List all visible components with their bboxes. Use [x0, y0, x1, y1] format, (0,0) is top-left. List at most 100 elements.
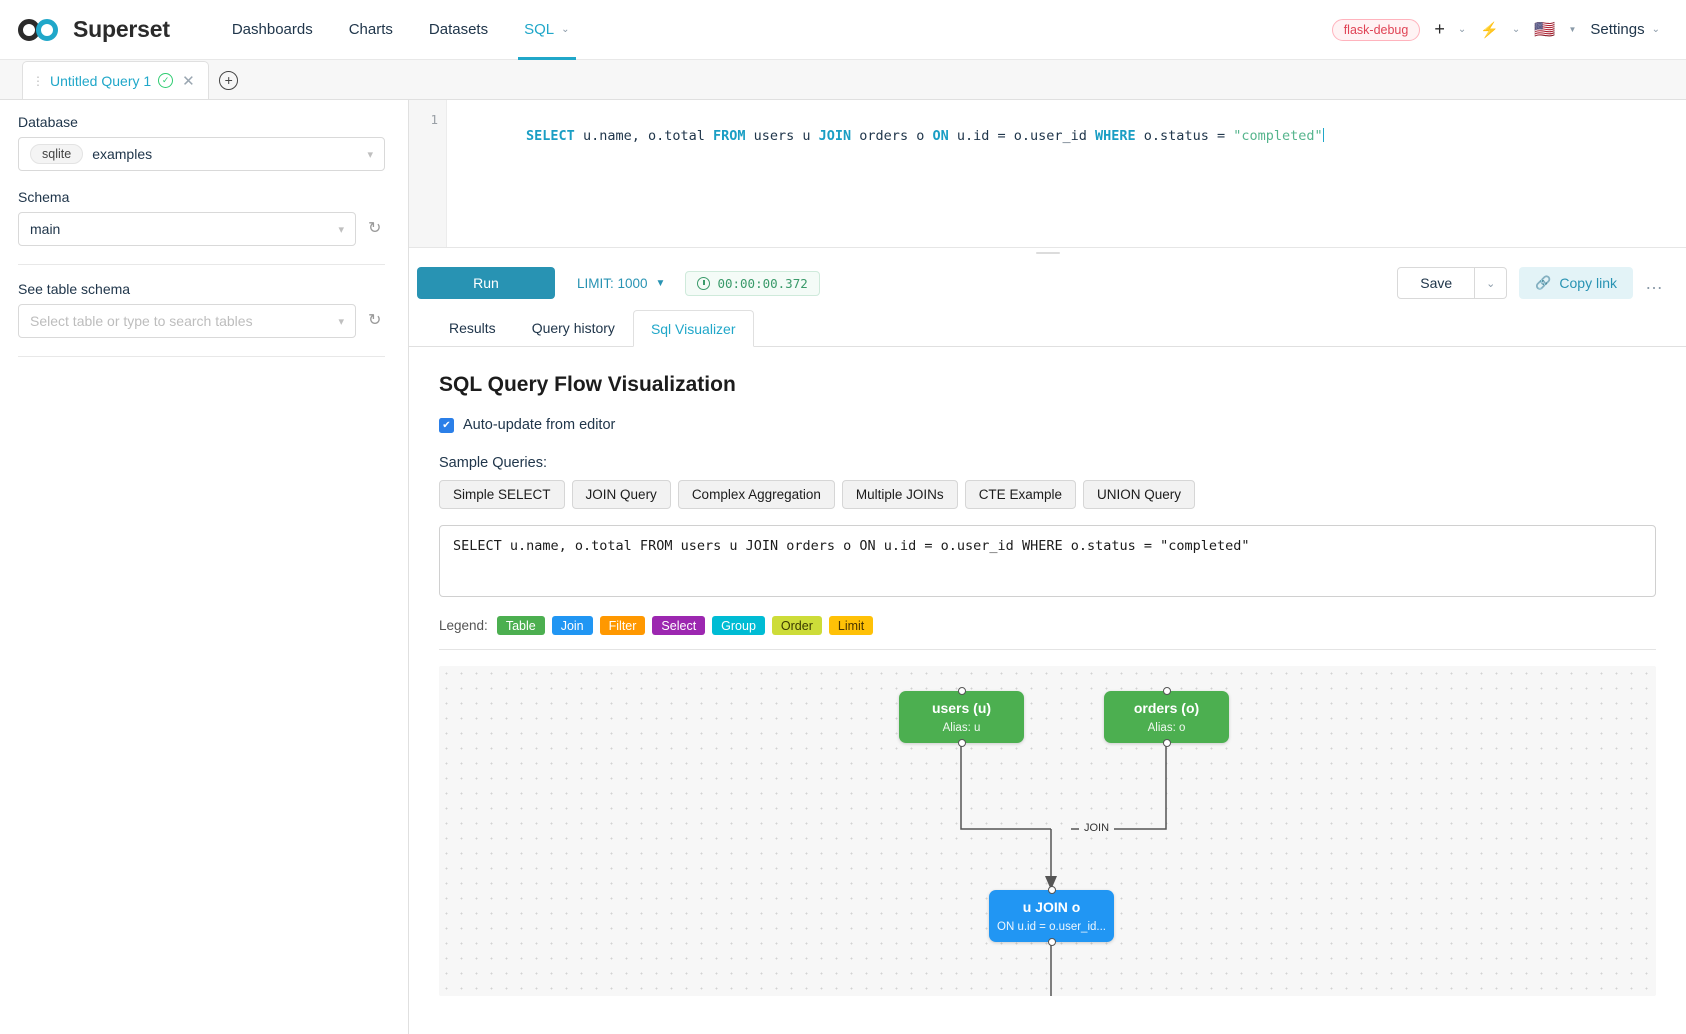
run-button[interactable]: Run	[417, 267, 555, 299]
legend-label: Legend:	[439, 618, 488, 633]
table-select[interactable]: Select table or type to search tables ▾	[18, 304, 356, 338]
sample-simple-select-button[interactable]: Simple SELECT	[439, 480, 565, 509]
text-cursor	[1322, 128, 1324, 142]
brand-name: Superset	[73, 16, 170, 42]
node-handle-bottom[interactable]	[1047, 938, 1056, 946]
auto-update-label: Auto-update from editor	[463, 417, 616, 433]
settings-label: Settings	[1590, 21, 1645, 38]
chevron-down-icon: ⌄	[1457, 24, 1467, 35]
editor-gutter: 1	[409, 100, 447, 247]
sidebar-divider	[18, 264, 385, 265]
legend-chip-order: Order	[771, 616, 822, 635]
flow-edges	[960, 743, 1167, 996]
caret-down-icon: ▼	[1568, 25, 1577, 34]
tab-results[interactable]: Results	[449, 319, 496, 336]
tab-query-history[interactable]: Query history	[531, 319, 615, 336]
clock-icon	[697, 276, 711, 290]
more-options-icon[interactable]: …	[1645, 273, 1664, 293]
token-cols: u.name, o.total	[574, 128, 713, 144]
query-tab-untitled-query-1[interactable]: ⋮ Untitled Query 1 ✓ ✕	[22, 61, 209, 99]
node-title: orders (o)	[1133, 700, 1200, 716]
add-query-tab-button[interactable]: +	[209, 61, 249, 99]
chevron-down-icon: ▾	[338, 223, 344, 236]
save-dropdown-caret-icon[interactable]: ⌄	[1475, 267, 1508, 299]
sample-cte-example-button[interactable]: CTE Example	[964, 480, 1076, 509]
language-selector[interactable]: 🇺🇸 ▼	[1534, 21, 1576, 38]
node-table-orders[interactable]: orders (o) Alias: o	[1104, 687, 1229, 747]
tab-sql-visualizer[interactable]: Sql Visualizer	[632, 310, 754, 347]
schema-select[interactable]: main ▾	[18, 212, 356, 246]
sample-multiple-joins-button[interactable]: Multiple JOINs	[841, 480, 958, 509]
sample-complex-aggregation-button[interactable]: Complex Aggregation	[677, 480, 835, 509]
success-check-icon: ✓	[158, 73, 174, 88]
editor-code-line: SELECT u.name, o.total FROM users u JOIN…	[447, 100, 1324, 247]
timer-value: 00:00:00.372	[717, 275, 808, 291]
settings-menu[interactable]: Settings ⌄	[1590, 21, 1660, 38]
superset-logo-icon	[18, 17, 64, 43]
close-icon[interactable]: ✕	[182, 72, 195, 90]
token-select: SELECT	[526, 128, 575, 144]
flask-debug-badge: flask-debug	[1331, 18, 1421, 41]
legend-chip-group: Group	[712, 616, 765, 635]
superset-brand[interactable]: Superset	[18, 16, 170, 43]
sql-editor[interactable]: 1 SELECT u.name, o.total FROM users u JO…	[409, 100, 1686, 248]
auto-update-checkbox[interactable]: ✔	[439, 417, 454, 433]
plus-circle-icon: +	[219, 70, 239, 90]
caret-down-icon: ▼	[655, 277, 666, 289]
auto-update-row: ✔ Auto-update from editor	[439, 417, 1656, 433]
database-label: Database	[18, 114, 78, 130]
node-subtitle: ON u.id = o.user_id...	[997, 921, 1106, 933]
toolbar-right-group: Save ⌄ 🔗 Copy link …	[1397, 267, 1664, 299]
legend: Legend: Table Join Filter Select Group O…	[439, 616, 1656, 650]
legend-chip-join: Join	[551, 616, 593, 635]
node-title: users (u)	[931, 700, 992, 716]
page-title: SQL Query Flow Visualization	[439, 373, 736, 396]
save-button[interactable]: Save	[1397, 267, 1476, 299]
node-handle-bottom[interactable]	[957, 739, 966, 747]
refresh-schema-icon[interactable]: ↻	[368, 219, 382, 237]
sample-union-query-button[interactable]: UNION Query	[1082, 480, 1195, 509]
database-select[interactable]: sqlite examples ▾	[18, 137, 385, 171]
table-select-placeholder: Select table or type to search tables	[30, 313, 253, 329]
flow-canvas[interactable]: users (u) Alias: u orders (o) Alias: o J…	[439, 666, 1656, 996]
token-string-literal: "completed"	[1233, 128, 1323, 144]
schema-select-row: main ▾ ↻	[18, 212, 385, 246]
copy-link-button[interactable]: 🔗 Copy link	[1519, 267, 1633, 299]
nav-item-dashboards[interactable]: Dashboards	[231, 21, 313, 38]
chevron-down-icon: ⌄	[561, 24, 570, 35]
chevron-down-icon: ▾	[367, 148, 373, 161]
sample-join-query-button[interactable]: JOIN Query	[571, 480, 671, 509]
us-flag-icon: 🇺🇸	[1534, 20, 1556, 39]
link-icon: 🔗	[1535, 275, 1552, 290]
editor-resize-handle[interactable]	[409, 248, 1686, 257]
nav-item-datasets[interactable]: Datasets	[428, 21, 489, 38]
limit-dropdown[interactable]: LIMIT: 1000 ▼	[577, 276, 665, 291]
sample-queries-label: Sample Queries:	[439, 455, 547, 471]
database-engine-pill: sqlite	[30, 144, 84, 164]
node-handle-top[interactable]	[1162, 687, 1171, 695]
token-orders: orders o	[851, 128, 933, 144]
refresh-tables-icon[interactable]: ↻	[368, 311, 382, 329]
node-handle-top[interactable]	[1047, 886, 1056, 894]
drag-handle-icon[interactable]: ⋮	[32, 73, 44, 88]
nav-item-sql[interactable]: SQL ⌄	[510, 0, 583, 60]
token-from: FROM	[712, 128, 746, 144]
sql-visualizer-panel: SQL Query Flow Visualization ✔ Auto-upda…	[409, 347, 1686, 1034]
node-subtitle: Alias: u	[942, 722, 981, 734]
database-value: examples	[92, 146, 153, 162]
sidebar-divider-2	[18, 356, 385, 357]
node-table-users[interactable]: users (u) Alias: u	[899, 687, 1024, 747]
node-handle-top[interactable]	[957, 687, 966, 695]
limit-label: LIMIT: 1000	[577, 275, 648, 291]
sql-input-textarea[interactable]	[439, 525, 1656, 597]
new-item-button[interactable]: + ⌄	[1434, 19, 1466, 40]
bolt-menu-button[interactable]: ⚡ ⌄	[1480, 21, 1520, 39]
token-where-expr: o.status =	[1135, 128, 1234, 144]
nav-item-charts[interactable]: Charts	[348, 21, 393, 38]
node-handle-bottom[interactable]	[1162, 739, 1171, 747]
node-join-u-join-o[interactable]: u JOIN o ON u.id = o.user_id...	[989, 886, 1114, 946]
schema-label: Schema	[18, 189, 70, 205]
nav-item-sql-label: SQL	[524, 21, 555, 38]
token-on-expr: u.id = o.user_id	[948, 128, 1096, 144]
chevron-down-icon: ▾	[338, 315, 344, 328]
